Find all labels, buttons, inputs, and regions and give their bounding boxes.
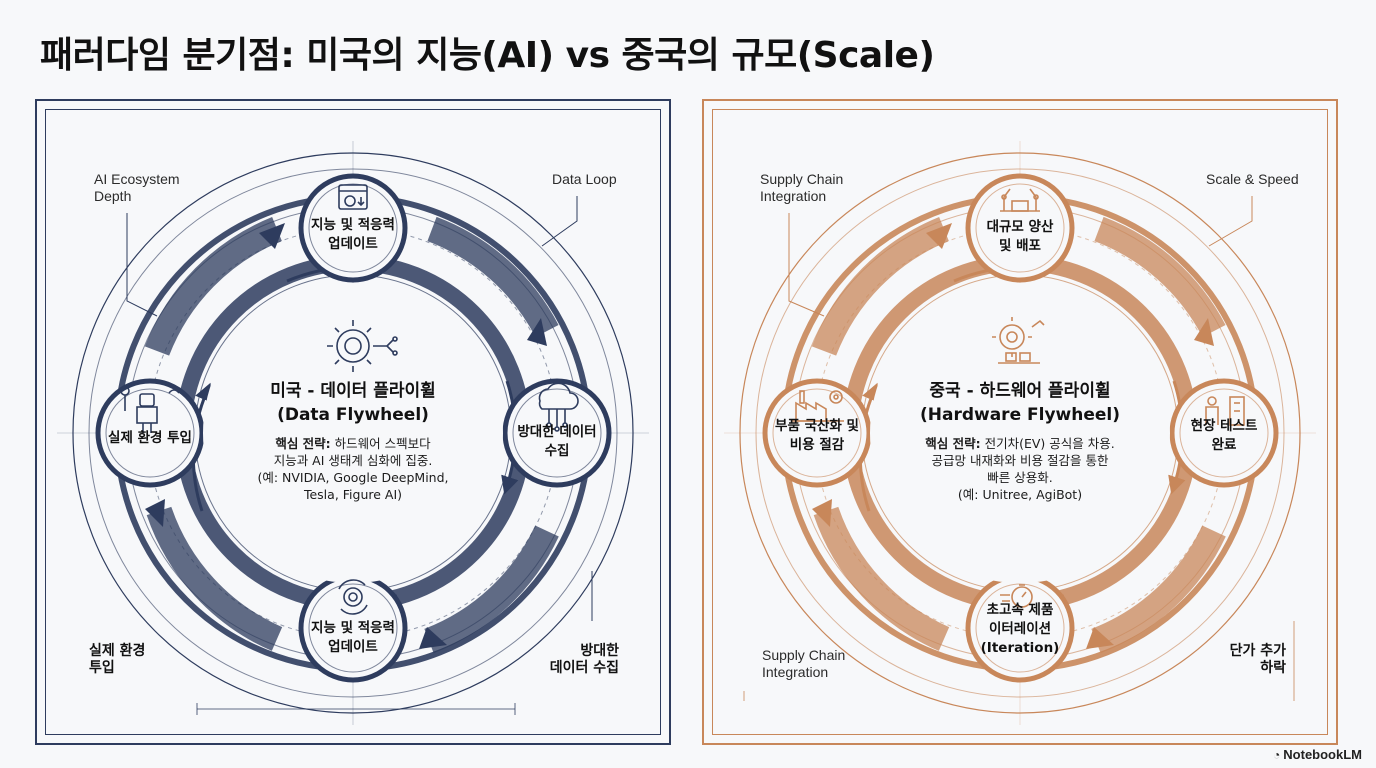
us-node-top-circle — [298, 173, 408, 283]
cn-label-scale-speed: Scale & Speed — [1206, 171, 1299, 187]
us-arrow-bl — [146, 506, 283, 651]
cn-label-cost-drop: 단가 추가 하락 — [1229, 643, 1286, 676]
us-label-data-loop: Data Loop — [552, 171, 617, 187]
us-node-right-circle — [502, 378, 612, 488]
us-label-data-collection: 방대한 데이터 수집 — [549, 643, 619, 676]
settings-download-icon — [338, 184, 368, 210]
cn-flywheel-diagram — [724, 141, 1316, 725]
robot-field-icon — [120, 386, 180, 433]
page-title: 패러다임 분기점: 미국의 지능(AI) vs 중국의 규모(Scale) — [40, 35, 935, 76]
us-panel-inner-border — [45, 109, 661, 735]
notebooklm-brand: ◔NotebookLM — [1273, 747, 1362, 762]
us-label-ecosystem-depth: AI Ecosystem Depth — [94, 171, 180, 204]
us-outer-ring — [72, 152, 634, 714]
us-node-left-label: 실제 환경 투입 — [108, 430, 192, 446]
cn-node-right-circle — [1169, 378, 1279, 488]
us-center-title: 미국 - 데이터 플라이휠(Data Flywheel) — [270, 381, 436, 425]
us-arrow-br — [424, 525, 559, 654]
factory-gear-icon — [792, 390, 844, 422]
us-node-left-circle — [95, 378, 205, 488]
us-label-real-deploy: 실제 환경 투입 — [89, 643, 146, 676]
us-panel: AI Ecosystem Depth Data Loop 실제 환경 투입 방대… — [35, 99, 671, 745]
cn-node-top-circle — [965, 173, 1075, 283]
cn-outer-ring — [739, 152, 1301, 714]
cn-panel-inner-border — [712, 109, 1328, 735]
worker-building-icon — [1205, 396, 1245, 426]
cn-arrow-tr — [1094, 216, 1226, 338]
us-center-desc: 핵심 전략: 하드웨어 스펙보다 지능과 AI 생태계 심화에 집중. (예: … — [257, 436, 449, 502]
cn-center-title: 중국 - 하드웨어 플라이휠(Hardware Flywheel) — [919, 381, 1120, 425]
cn-arrow-tl — [811, 216, 950, 356]
gear-conveyor-icon — [992, 317, 1045, 364]
us-arrow-tr — [427, 216, 559, 338]
stopwatch-icon — [1000, 584, 1033, 608]
cn-label-supply-chain-bottom: Supply Chain Integration — [762, 647, 846, 680]
brain-gear-icon — [327, 320, 398, 372]
cn-arrow-bl — [813, 506, 950, 651]
notebooklm-logo-icon: ◔ — [1273, 748, 1281, 762]
cn-center-desc: 핵심 전략: 전기차(EV) 공식을 차용. 공급망 내재화와 비용 절감을 통… — [925, 436, 1115, 502]
cloud-network-icon — [538, 382, 579, 432]
cn-node-left-circle — [762, 378, 872, 488]
us-flywheel-diagram — [57, 141, 649, 725]
cn-label-supply-chain-top: Supply Chain Integration — [760, 171, 844, 204]
cn-arrow-br — [1091, 525, 1226, 654]
cn-panel: Supply Chain Integration Scale & Speed S… — [702, 99, 1338, 745]
brand-label: NotebookLM — [1283, 747, 1362, 762]
us-arrow-tl — [144, 216, 283, 356]
gear-refresh-icon — [338, 579, 368, 615]
robot-arm-line-icon — [1000, 188, 1040, 212]
